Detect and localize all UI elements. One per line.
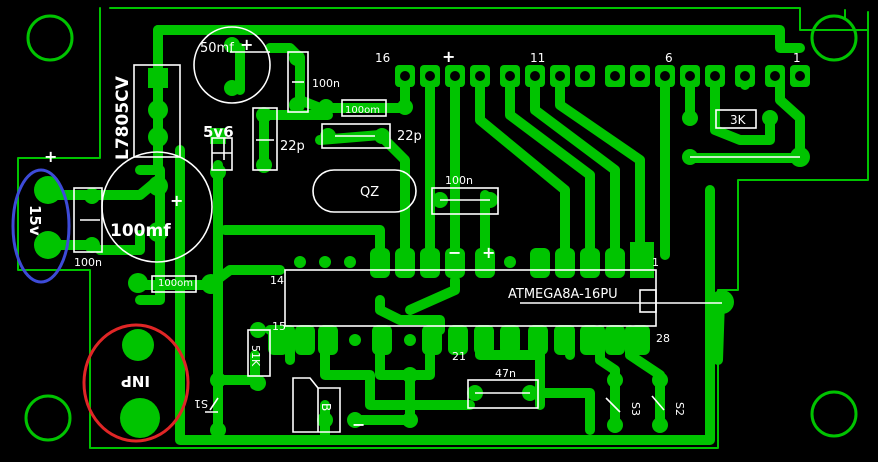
misc-pads bbox=[34, 37, 810, 438]
mounting-hole-bottom-left bbox=[24, 394, 72, 442]
regulator-outline bbox=[133, 64, 181, 158]
zener-label: 5v6 bbox=[203, 123, 234, 141]
minus-bottom-label: − bbox=[352, 415, 365, 434]
pads bbox=[34, 37, 810, 438]
mounting-hole-top-right bbox=[810, 14, 858, 62]
cap-100n-mid-label: 100n bbox=[445, 174, 473, 187]
mounting-hole-bottom-right bbox=[810, 390, 858, 438]
buzzer-outline bbox=[292, 377, 341, 433]
cap-22p-left-label: 22p bbox=[280, 139, 305, 154]
resistor-3k-label: 3K bbox=[730, 113, 747, 127]
mcu-pin-row-top bbox=[294, 242, 654, 278]
mcu-pin-label-15: 15 bbox=[272, 320, 286, 333]
cap-50mf-outline bbox=[193, 26, 271, 104]
pin-label-1: 1 bbox=[793, 51, 801, 65]
plus-mcu-label: + bbox=[482, 243, 495, 262]
cap-22p-right-label: 22p bbox=[397, 129, 422, 144]
signal-input-marker bbox=[82, 323, 190, 443]
mcu-notch bbox=[639, 289, 657, 313]
mcu-pin-label-1: 1 bbox=[652, 256, 659, 269]
mounting-holes bbox=[24, 14, 858, 442]
cap-47n-label: 47n bbox=[495, 367, 516, 380]
mounting-hole-top-left bbox=[26, 14, 74, 62]
crystal-outline bbox=[312, 169, 417, 213]
resistor-100om-top-label: 100om bbox=[345, 105, 380, 116]
plus-top-label: + bbox=[442, 47, 455, 66]
regulator-label: L7805CV bbox=[113, 75, 133, 160]
board-edge-right bbox=[844, 9, 869, 31]
mcu-pin-row-bottom bbox=[268, 325, 650, 355]
switch-s1-label: S1 bbox=[194, 397, 208, 410]
plus-power-label: + bbox=[44, 147, 57, 166]
power-input-label: 15v bbox=[26, 205, 44, 236]
cap-100n-mid-outline bbox=[431, 187, 499, 215]
resistor-51k-outline bbox=[247, 329, 271, 377]
mcu-pin-label-14: 14 bbox=[270, 274, 284, 287]
resistor-100om-left-label: 100om bbox=[158, 278, 193, 289]
resistor-3k-outline bbox=[715, 109, 757, 129]
mcu-pin-label-21: 21 bbox=[452, 350, 466, 363]
resistor-100om-left-outline bbox=[151, 275, 197, 293]
cap-22p-left-outline bbox=[252, 107, 278, 171]
crystal-label: QZ bbox=[360, 185, 379, 200]
cap-100n-top-outline bbox=[287, 51, 309, 113]
switch-s3-label: S3 bbox=[629, 402, 642, 416]
silkscreen-outlines bbox=[73, 26, 757, 433]
cap-22p-right-outline bbox=[321, 123, 391, 149]
switch-s2-outline bbox=[651, 395, 665, 411]
switch-s3-outline bbox=[605, 397, 621, 413]
signal-input-label: INP bbox=[121, 372, 150, 390]
pin-label-6: 6 bbox=[665, 51, 673, 65]
cap-100n-top-label: 100n bbox=[312, 77, 340, 90]
resistor-100om-top-outline bbox=[341, 99, 387, 117]
switch-s2-label: S2 bbox=[673, 402, 686, 416]
header-pin-row bbox=[395, 65, 810, 87]
cap-100mf-label: 100mf bbox=[110, 221, 171, 241]
silk-lines bbox=[80, 51, 800, 394]
plus-cap-large-label: + bbox=[170, 191, 183, 210]
cap-100n-left-label: 100n bbox=[74, 256, 102, 269]
minus-mcu-label: − bbox=[448, 243, 461, 262]
resistor-51k-label: 51K bbox=[249, 345, 262, 367]
mcu-label: ATMEGA8A-16PU bbox=[508, 287, 618, 302]
power-input-marker bbox=[11, 168, 71, 284]
cap-100n-left-outline bbox=[73, 187, 103, 253]
pin-label-11: 11 bbox=[530, 51, 545, 65]
pin-label-16: 16 bbox=[375, 51, 390, 65]
buzzer-label: B bbox=[319, 403, 333, 411]
mcu-pin-label-28: 28 bbox=[656, 332, 670, 345]
switch-s1-outline bbox=[205, 397, 219, 413]
zener-outline bbox=[211, 137, 233, 171]
silkscreen-labels: L7805CV 50mf 100mf 5v6 QZ ATMEGA8A-16PU … bbox=[26, 35, 801, 434]
cap-50mf-label: 50mf bbox=[200, 41, 234, 56]
plus-cap-label: + bbox=[240, 35, 253, 54]
cap-47n-outline bbox=[467, 379, 539, 409]
